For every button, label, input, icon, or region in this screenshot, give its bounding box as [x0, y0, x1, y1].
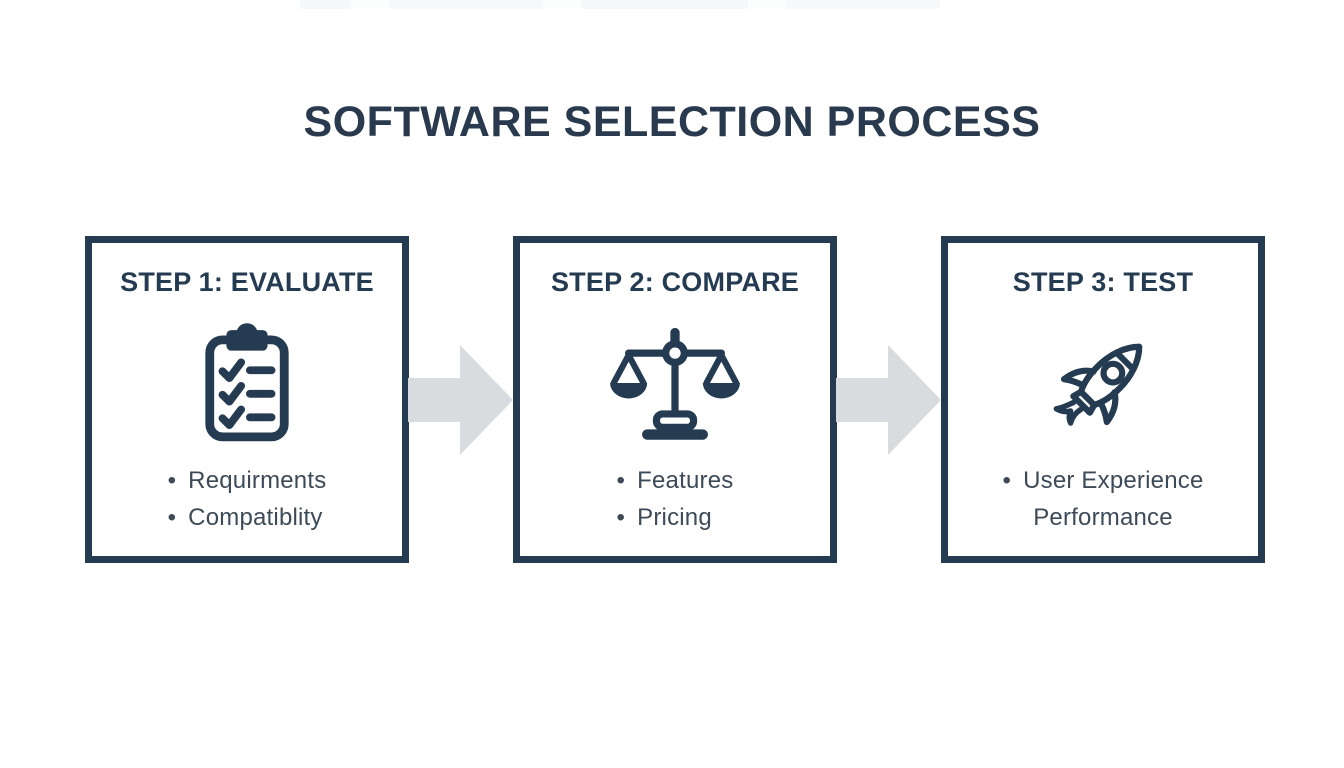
list-item: Performance — [1002, 499, 1203, 536]
bullet-dot: • — [167, 467, 177, 494]
rocket-icon — [1037, 312, 1169, 454]
list-item-label: Pricing — [637, 504, 712, 531]
step-2-bullet-list: • Features • Pricing — [617, 462, 734, 536]
bullet-dot: • — [1002, 467, 1012, 494]
page-title: SOFTWARE SELECTION PROCESS — [303, 98, 1041, 146]
list-item-label: Compatiblity — [188, 504, 323, 531]
list-item: • User Experience — [1002, 462, 1203, 499]
cropped-edge-artifact — [300, 0, 940, 9]
list-item-label: Features — [637, 467, 734, 494]
step-1-box: STEP 1: EVALUATE • Requirments • Compatibl… — [85, 236, 409, 563]
step-1-heading: STEP 1: EVALUATE — [120, 267, 374, 297]
step-2-heading: STEP 2: COMPARE — [550, 267, 800, 297]
step-3-box: STEP 3: TEST • User Experience Performanc… — [941, 236, 1265, 563]
bullet-dot: • — [616, 467, 626, 494]
balance-scale-icon — [608, 312, 742, 454]
clipboard-checklist-icon — [198, 312, 296, 454]
right-arrow-icon — [408, 345, 513, 455]
list-item: • Compatiblity — [168, 499, 327, 536]
list-item: • Pricing — [617, 499, 734, 536]
bullet-dot: • — [167, 504, 177, 531]
list-item: • Requirments — [168, 462, 327, 499]
step-1-bullet-list: • Requirments • Compatiblity — [168, 462, 327, 536]
list-item-label: User Experience — [1023, 467, 1204, 494]
list-item: • Features — [617, 462, 734, 499]
list-item-label: Requirments — [188, 467, 327, 494]
step-3-bullet-list: • User Experience Performance — [1002, 462, 1203, 536]
bullet-dot: • — [616, 504, 626, 531]
step-2-box: STEP 2: COMPARE • Features • Pricing — [513, 236, 837, 563]
right-arrow-icon — [836, 345, 941, 455]
list-item-label: Performance — [1033, 504, 1173, 531]
step-3-heading: STEP 3: TEST — [1012, 267, 1194, 297]
